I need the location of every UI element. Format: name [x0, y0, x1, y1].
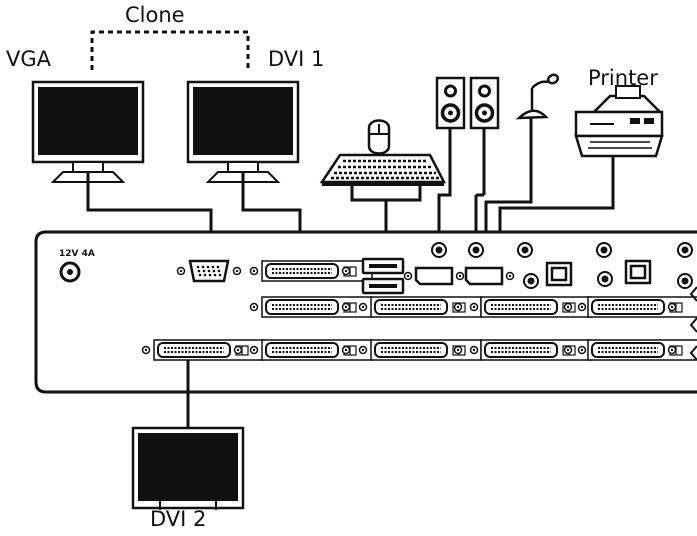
- clone-bracket: [92, 32, 248, 70]
- dvi1-label: DVI 1: [268, 49, 324, 70]
- dvi2-label: DVI 2: [150, 509, 206, 530]
- printer-icon: [576, 86, 662, 156]
- dvi-port-row-2: [251, 297, 697, 317]
- clone-label: Clone: [125, 5, 185, 26]
- printer-cable: [500, 156, 613, 232]
- mouse-icon: [369, 121, 389, 154]
- printer-label: Printer: [588, 68, 658, 89]
- vga-monitor-icon: [33, 82, 143, 182]
- keyboard-icon: [322, 155, 444, 186]
- dvi-port-icon: [251, 261, 373, 281]
- power-rating-label: 12V 4A: [59, 249, 95, 259]
- speakers-icon: [437, 78, 498, 128]
- dvi1-monitor-icon: [188, 82, 298, 182]
- power-jack-icon: [61, 263, 79, 281]
- vga-label: VGA: [6, 49, 51, 70]
- speaker-cables: [439, 128, 484, 232]
- dvi2-monitor-icon: [133, 428, 243, 510]
- microphone-icon: [519, 73, 559, 118]
- microphone-cable: [486, 118, 531, 232]
- dvi-port-row-3: [143, 340, 697, 360]
